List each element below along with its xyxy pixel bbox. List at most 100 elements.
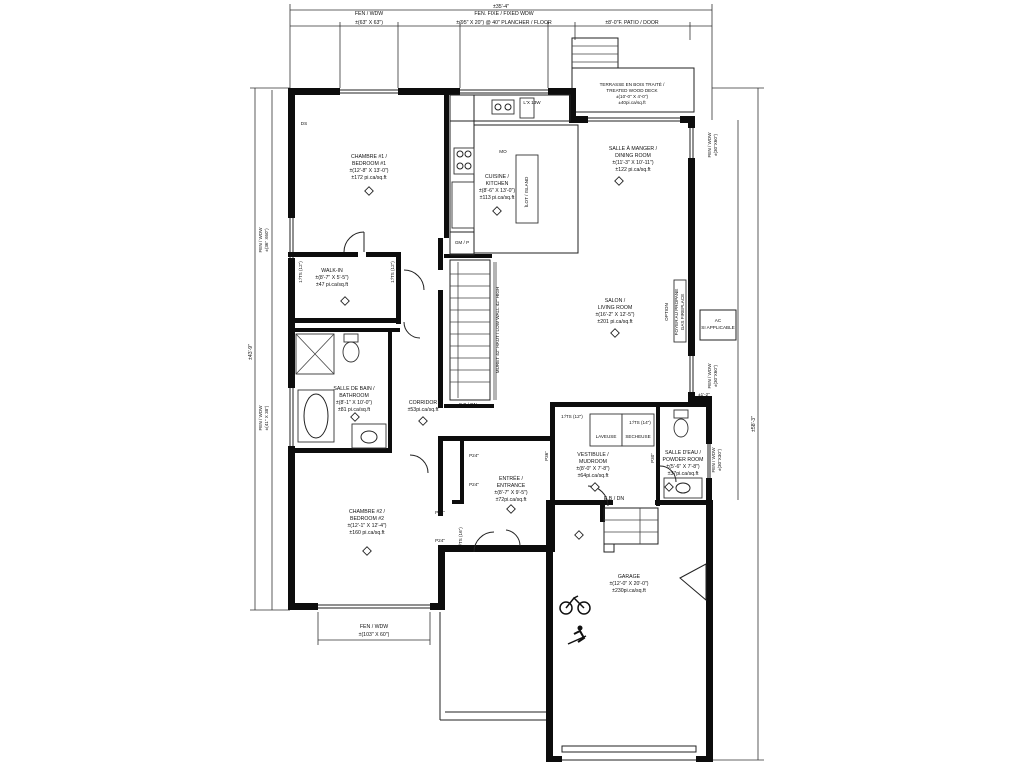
closet-shelf-label: 1'/TS (16") bbox=[458, 527, 463, 549]
svg-text:POWDER ROOM: POWDER ROOM bbox=[663, 457, 704, 463]
patio-door-label: ±8'-0"F. PATIO / DOOR bbox=[605, 20, 659, 26]
svg-text:BEDROOM #1: BEDROOM #1 bbox=[352, 161, 386, 167]
bathroom-label: SALLE DE BAIN / BATHROOM ±(8'-1" X 10'-0… bbox=[333, 386, 375, 413]
svg-text:±(11'-3" X 10'-11"): ±(11'-3" X 10'-11") bbox=[612, 160, 653, 166]
island-label: ÎLOT / ISLAND bbox=[523, 176, 529, 208]
svg-text:DINING ROOM: DINING ROOM bbox=[615, 153, 651, 159]
svg-text:±53pi.ca/sq.ft: ±53pi.ca/sq.ft bbox=[408, 407, 439, 413]
svg-text:±160 pi.ca/sq.ft: ±160 pi.ca/sq.ft bbox=[349, 530, 385, 536]
right-window1-label: FEN / WDW bbox=[707, 132, 712, 158]
svg-text:BEDROOM #2: BEDROOM #2 bbox=[350, 516, 384, 522]
left-window1-label: FEN / WDW bbox=[258, 227, 263, 253]
svg-text:±230pi.ca/sq.ft: ±230pi.ca/sq.ft bbox=[612, 588, 646, 594]
laundry-fixtures bbox=[589, 409, 703, 499]
svg-text:VESTIBULE /: VESTIBULE / bbox=[577, 452, 609, 458]
dining-label: SALLE À MANGER / DINING ROOM ±(11'-3" X … bbox=[609, 145, 658, 173]
closet1-label: P24" bbox=[469, 453, 479, 458]
stairs-down-label: E.B / DN bbox=[459, 402, 477, 407]
garage-stairs-label: E.B / DN bbox=[604, 496, 624, 502]
right-small-dim: ±1'-2" bbox=[698, 392, 710, 397]
svg-text:WALK-IN: WALK-IN bbox=[321, 268, 343, 274]
bottom-window-size: ±(103" X 60") bbox=[359, 632, 390, 638]
right-window2-label: FEN / WDW bbox=[707, 363, 712, 389]
fixed-window-size: ±(95" X 20") @ 40" PLANCHER / FLOOR bbox=[456, 20, 552, 26]
svg-text:±47 pi.ca/sq.ft: ±47 pi.ca/sq.ft bbox=[316, 282, 349, 288]
svg-text:±37pi.ca/sq.ft: ±37pi.ca/sq.ft bbox=[668, 471, 699, 477]
kitchen-label: CUISINE / KITCHEN ±(8'-6" X 13'-0") ±113… bbox=[479, 174, 515, 201]
svg-text:CHAMBRE #2 /: CHAMBRE #2 / bbox=[349, 509, 386, 515]
svg-text:CUISINE /: CUISINE / bbox=[485, 174, 509, 180]
ac-label: AC bbox=[715, 318, 722, 323]
svg-text:ENTRÉE /: ENTRÉE / bbox=[499, 475, 523, 482]
door-p30-label: P30" bbox=[650, 453, 655, 463]
bottom-window-label: FEN / WDW bbox=[360, 624, 388, 630]
svg-text:±(8'-6" X 13'-0"): ±(8'-6" X 13'-0") bbox=[479, 188, 515, 194]
dimension-lines bbox=[250, 4, 764, 761]
svg-text:BATHROOM: BATHROOM bbox=[339, 393, 369, 399]
walkin-shelf2-label: 1'/TS (12") bbox=[390, 261, 395, 283]
dryer-label: SECHEUSE bbox=[625, 434, 650, 439]
left-overall-depth: ±43'-9" bbox=[248, 344, 254, 360]
deck-size: ±(10'-0" X 4'-0") bbox=[616, 94, 649, 99]
washer-label: LAVEUSE bbox=[596, 434, 617, 439]
dishwasher-label: L'X 13W bbox=[523, 100, 541, 105]
garage-label: GARAGE ±(12'-0" X 20'-0") ±230pi.ca/sq.f… bbox=[609, 574, 648, 594]
walkin-shelf-label: 1'/TS (12") bbox=[298, 261, 303, 283]
bicycle-icon bbox=[559, 595, 591, 615]
overall-width: ±35'-4" bbox=[493, 4, 509, 10]
room-markers bbox=[340, 176, 674, 556]
left-window2-label: FEN / WDW bbox=[258, 405, 263, 431]
ac-sublabel: SI APPLICABLE bbox=[701, 325, 734, 330]
fireplace-propane: FOYER AU PROPANE bbox=[674, 289, 679, 336]
deck-area: ±40pi.ca/sq.ft bbox=[618, 100, 646, 105]
deck-name2: TREATED WOOD DECK bbox=[606, 88, 658, 93]
svg-text:GARAGE: GARAGE bbox=[618, 574, 641, 580]
svg-text:±(16'-2" X 12'-5"): ±(16'-2" X 12'-5") bbox=[595, 312, 634, 318]
corridor-label: CORRIDOR ±53pi.ca/sq.ft bbox=[408, 400, 439, 413]
svg-text:SALON /: SALON / bbox=[605, 298, 626, 304]
svg-text:SALLE DE BAIN /: SALLE DE BAIN / bbox=[333, 386, 375, 392]
svg-text:±(12'-1" X 12'-4"): ±(12'-1" X 12'-4") bbox=[347, 523, 386, 529]
bedroom2-label: CHAMBRE #2 / BEDROOM #2 ±(12'-1" X 12'-4… bbox=[347, 509, 386, 536]
svg-text:±(8'-0" X 7'-8"): ±(8'-0" X 7'-8") bbox=[576, 466, 610, 472]
fireplace-option: OPTION bbox=[664, 303, 669, 321]
bathroom-fixtures bbox=[295, 333, 387, 449]
walkin-label: WALK-IN ±(8'-7" X 5'-5") ±47 pi.ca/sq.ft bbox=[315, 268, 349, 288]
right-window3-label: FEN / WDW bbox=[711, 447, 716, 473]
garage-steps bbox=[603, 507, 659, 553]
svg-text:LIVING ROOM: LIVING ROOM bbox=[598, 305, 633, 311]
entrance-label: ENTRÉE / ENTRANCE ±(8'-7" X 9'-5") ±72pi… bbox=[494, 475, 528, 503]
bedroom1-label: CHAMBRE #1 / BEDROOM #1 ±(12'-8" X 13'-0… bbox=[349, 154, 388, 181]
svg-text:SALLE À MANGER /: SALLE À MANGER / bbox=[609, 145, 658, 152]
stairs bbox=[449, 259, 497, 401]
svg-text:±122 pi.ca/sq.ft: ±122 pi.ca/sq.ft bbox=[615, 167, 651, 173]
svg-text:±81 pi.ca/sq.ft: ±81 pi.ca/sq.ft bbox=[338, 407, 371, 413]
fireplace-gas: GAS FIREPLACE bbox=[680, 294, 685, 331]
svg-text:±113 pi.ca/sq.ft: ±113 pi.ca/sq.ft bbox=[480, 195, 515, 201]
svg-text:±201 pi.ca/sq.ft: ±201 pi.ca/sq.ft bbox=[597, 319, 633, 325]
fixed-window-label: FEN. FIXE / FIXED WDW bbox=[474, 11, 533, 17]
microwave-label: MO bbox=[499, 149, 507, 154]
svg-text:±(8'-7" X 5'-5"): ±(8'-7" X 5'-5") bbox=[315, 275, 349, 281]
svg-text:±172 pi.ca/sq.ft: ±172 pi.ca/sq.ft bbox=[351, 175, 387, 181]
walkway bbox=[439, 612, 546, 721]
svg-text:KITCHEN: KITCHEN bbox=[486, 181, 509, 187]
fireplace bbox=[673, 279, 687, 343]
door-swings bbox=[343, 231, 707, 602]
garage-door-opening bbox=[562, 754, 696, 764]
door-p36-label: P36" bbox=[544, 451, 549, 461]
right-window1-size: ±(30"X60") bbox=[713, 133, 718, 156]
left-window1-size: ±(36" X60") bbox=[264, 228, 269, 252]
closet3-label: P24" bbox=[435, 510, 445, 515]
laundry-shelf-label: 1'/TS (14") bbox=[629, 420, 651, 425]
living-label: SALON / LIVING ROOM ±(16'-2" X 12'-5") ±… bbox=[595, 298, 634, 325]
svg-text:SALLE D'EAU /: SALLE D'EAU / bbox=[665, 450, 701, 456]
closet2-label: P24" bbox=[469, 482, 479, 487]
powder-room-label: SALLE D'EAU / POWDER ROOM ±(5'-6" X 7'-8… bbox=[663, 450, 704, 477]
smoke-detector-label: DS bbox=[301, 121, 307, 126]
skier-icon bbox=[567, 625, 587, 645]
low-wall-label: MURET 42" HAUT / LOW WALL 42" HIGH bbox=[495, 287, 500, 373]
ac-unit bbox=[699, 309, 737, 341]
svg-text:±64pi.ca/sq.ft: ±64pi.ca/sq.ft bbox=[578, 473, 609, 479]
